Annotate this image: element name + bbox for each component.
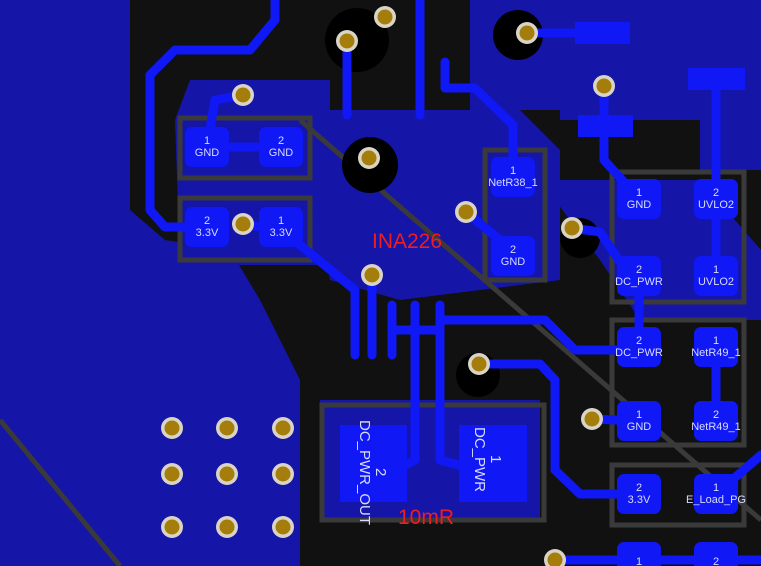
pad-number: 1 [635, 556, 643, 566]
via [216, 516, 238, 538]
pad-net: GND [626, 199, 652, 211]
pad-net: DC_PWR_OUT [356, 420, 373, 526]
pad-number: 2 [635, 335, 643, 347]
pad-net: NetR38_1 [488, 177, 538, 189]
pad-number: 1 [635, 187, 643, 199]
via [216, 463, 238, 485]
pad-number: 2 [635, 482, 643, 494]
via [561, 217, 583, 239]
pad-number: 2 [277, 135, 285, 147]
pad-net: UVLO2 [697, 199, 735, 211]
pad-net: DC_PWR [615, 276, 663, 288]
pad-number: 2 [509, 244, 517, 256]
ic-designator: INA226 [372, 230, 443, 253]
via [336, 30, 358, 52]
pad-number: 1 [712, 264, 720, 276]
pad-number: 1 [635, 409, 643, 421]
via [455, 201, 477, 223]
pad-net: DC_PWR [615, 347, 663, 359]
via [581, 408, 603, 430]
pad-net: 3.3V [627, 494, 651, 506]
pad-number: 2 [712, 409, 720, 421]
via [232, 84, 254, 106]
pad-net: GND [626, 421, 652, 433]
shunt-pad-1[interactable]: 1 DC_PWR [459, 425, 527, 502]
via [272, 516, 294, 538]
via [161, 516, 183, 538]
pad-net: GND [500, 256, 526, 268]
via [361, 264, 383, 286]
pad[interactable]: 2 [694, 542, 738, 566]
shunt-pad-2[interactable]: 2 DC_PWR_OUT [340, 420, 407, 525]
via [161, 417, 183, 439]
via [358, 147, 380, 169]
via [593, 75, 615, 97]
pad[interactable]: 1 [617, 542, 661, 566]
pad-net: E_Load_PG [686, 494, 746, 506]
pad-number: 2 [712, 556, 720, 566]
smd-rect-pads [575, 22, 745, 137]
vias [161, 6, 615, 566]
pad-net: GND [194, 147, 220, 159]
via [161, 463, 183, 485]
via [468, 353, 490, 375]
via [374, 6, 396, 28]
shunt-designator: 10mR [398, 506, 455, 529]
pad-net: GND [268, 147, 294, 159]
pad-number: 2 [635, 264, 643, 276]
via [272, 417, 294, 439]
pad-net: NetR49_1 [691, 347, 741, 359]
pad-net: NetR49_1 [691, 421, 741, 433]
pad-number: 2 [372, 468, 389, 477]
pad-number: 2 [712, 187, 720, 199]
via [516, 22, 538, 44]
via [544, 549, 566, 566]
pad-number: 1 [712, 335, 720, 347]
pad-net: UVLO2 [697, 276, 735, 288]
pad-net: 3.3V [195, 227, 219, 239]
via [232, 213, 254, 235]
pad-net: DC_PWR [471, 427, 488, 493]
pad-number: 1 [203, 135, 211, 147]
pad-number: 1 [277, 215, 285, 227]
pad-number: 1 [487, 455, 504, 464]
pad-number: 1 [712, 482, 720, 494]
pad-number: 1 [509, 165, 517, 177]
pad-number: 2 [203, 215, 211, 227]
pad-net: 3.3V [269, 227, 293, 239]
via [272, 463, 294, 485]
via [216, 417, 238, 439]
